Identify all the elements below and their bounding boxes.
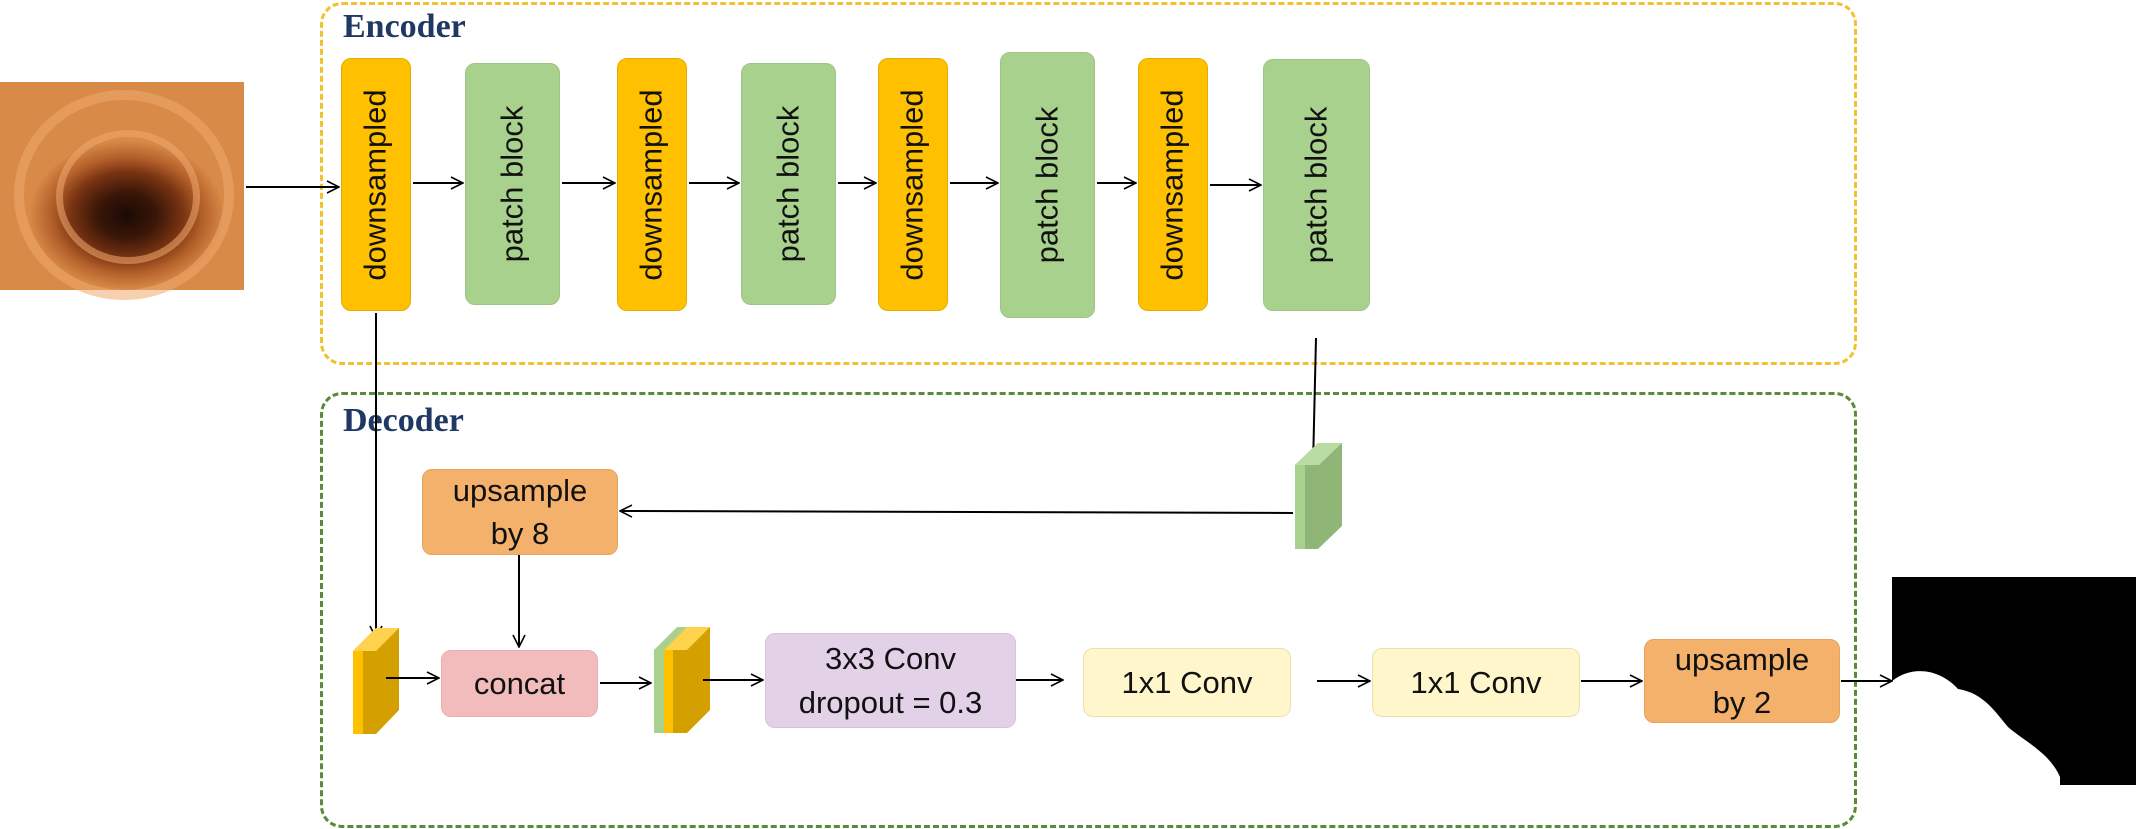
decoder-frame <box>320 392 1857 828</box>
encoder-downsampled-1: downsampled <box>341 58 411 311</box>
encoder-patch-block-4: patch block <box>1263 59 1370 311</box>
concat-block: concat <box>441 650 598 717</box>
encoder-patch-block-3: patch block <box>1000 52 1095 318</box>
conv3x3-dropout-block: 3x3 Conv dropout = 0.3 <box>765 633 1016 728</box>
conv1x1-block-b: 1x1 Conv <box>1372 648 1580 717</box>
encoder-patch-block-2: patch block <box>741 63 836 305</box>
decoder-title: Decoder <box>343 402 464 439</box>
feature-map-merged <box>654 627 710 733</box>
encoder-frame <box>320 2 1857 365</box>
encoder-downsampled-4: downsampled <box>1138 58 1208 311</box>
output-segmentation-mask <box>1892 577 2136 785</box>
conv1x1-block-a: 1x1 Conv <box>1083 648 1291 717</box>
encoder-patch-block-1: patch block <box>465 63 560 305</box>
encoder-downsampled-3: downsampled <box>878 58 948 311</box>
encoder-title: Encoder <box>343 8 466 45</box>
upsample-by-8-block: upsample by 8 <box>422 469 618 555</box>
input-endoscopy-image <box>0 82 244 300</box>
upsample-by-2-block: upsample by 2 <box>1644 639 1840 723</box>
arrow-to-upsample-8 <box>620 511 1294 513</box>
mask-shape <box>1892 671 2060 785</box>
feature-map-yellow <box>353 628 399 734</box>
arrow-encoder-output-down <box>1313 337 1316 466</box>
feature-map-green <box>1295 443 1342 549</box>
encoder-downsampled-2: downsampled <box>617 58 687 311</box>
